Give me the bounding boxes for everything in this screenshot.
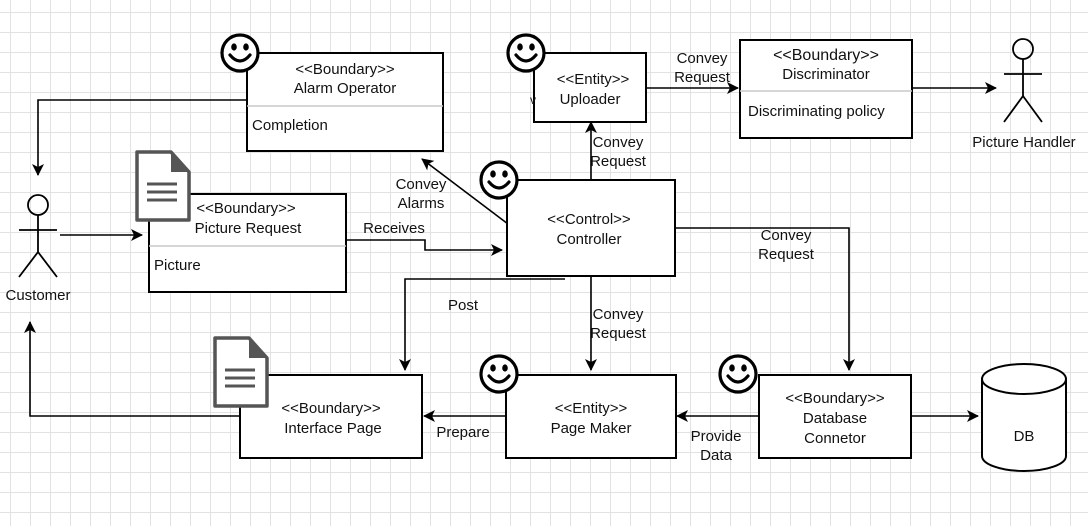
label-convey-request-up-1: Convey bbox=[593, 134, 644, 151]
label-convey-alarms-1: Convey bbox=[396, 176, 447, 193]
actor-picture-handler[interactable]: Picture Handler bbox=[972, 38, 1076, 151]
label-receives: Receives bbox=[363, 220, 425, 237]
smiley-icon bbox=[718, 354, 758, 394]
edge-alarm-to-customer bbox=[32, 99, 247, 176]
actor-picture-handler-label: Picture Handler bbox=[972, 134, 1075, 151]
document-icon bbox=[135, 150, 191, 222]
controller-name: Controller bbox=[556, 231, 621, 248]
uploader-name: Uploader bbox=[560, 91, 621, 108]
edge-picture-request-to-controller bbox=[347, 239, 503, 256]
discriminator-stereotype: <<Boundary>> bbox=[773, 47, 879, 64]
alarm-operator-stereotype: <<Boundary>> bbox=[295, 61, 394, 78]
uploader-stereotype: <<Entity>> bbox=[557, 71, 630, 88]
smiley-icon bbox=[506, 33, 546, 73]
class-discriminator[interactable]: <<Boundary>> Discriminator Discriminatin… bbox=[739, 39, 913, 139]
label-post: Post bbox=[448, 297, 479, 314]
actor-customer[interactable]: Customer bbox=[5, 194, 71, 304]
db-label: DB bbox=[1014, 428, 1035, 445]
class-page-maker[interactable]: <<Entity>> Page Maker bbox=[505, 374, 677, 459]
label-convey-request-top-1: Convey bbox=[677, 50, 728, 67]
edges bbox=[24, 82, 997, 422]
document-icon bbox=[213, 336, 269, 408]
smiley-icon bbox=[479, 160, 519, 200]
class-alarm-operator[interactable]: <<Boundary>> Alarm Operator Completion bbox=[246, 52, 444, 152]
interface-page-stereotype: <<Boundary>> bbox=[281, 400, 380, 417]
label-convey-request-right-1: Convey bbox=[761, 227, 812, 244]
smiley-icon bbox=[479, 354, 519, 394]
edge-controller-to-db-connector bbox=[676, 227, 855, 371]
discriminator-name: Discriminator bbox=[782, 66, 870, 83]
class-uploader[interactable]: <<Entity>> Uploader v bbox=[530, 52, 647, 123]
label-convey-request-up-2: Request bbox=[590, 153, 647, 170]
label-convey-request-down-1: Convey bbox=[593, 306, 644, 323]
interface-page-name: Interface Page bbox=[284, 420, 382, 437]
picture-request-name: Picture Request bbox=[195, 220, 303, 237]
db-cylinder[interactable]: DB bbox=[981, 363, 1067, 472]
alarm-operator-name: Alarm Operator bbox=[294, 80, 397, 97]
database-connector-name: Database bbox=[803, 410, 867, 427]
discriminator-attribute: Discriminating policy bbox=[748, 103, 885, 120]
label-prepare: Prepare bbox=[436, 424, 489, 441]
label-convey-request-right-2: Request bbox=[758, 246, 815, 263]
page-maker-stereotype: <<Entity>> bbox=[555, 400, 628, 417]
actor-customer-label: Customer bbox=[5, 287, 70, 304]
class-interface-page[interactable]: <<Boundary>> Interface Page bbox=[239, 374, 423, 459]
smiley-icon bbox=[220, 33, 260, 73]
picture-request-stereotype: <<Boundary>> bbox=[196, 200, 295, 217]
edge-controller-to-alarm bbox=[421, 158, 509, 225]
controller-stereotype: <<Control>> bbox=[547, 211, 631, 228]
edge-labels: Convey Request Convey Request Convey Ala… bbox=[363, 50, 815, 464]
edge-interface-page-to-customer bbox=[24, 321, 240, 417]
label-convey-alarms-2: Alarms bbox=[398, 195, 445, 212]
alarm-operator-attribute: Completion bbox=[252, 117, 328, 134]
label-provide-data-2: Data bbox=[700, 447, 732, 464]
uploader-note: v bbox=[530, 93, 536, 107]
label-convey-request-down-2: Request bbox=[590, 325, 647, 342]
page-maker-name: Page Maker bbox=[551, 420, 632, 437]
label-convey-request-top-2: Request bbox=[674, 69, 731, 86]
database-connector-stereotype: <<Boundary>> bbox=[785, 390, 884, 407]
label-provide-data-1: Provide bbox=[691, 428, 742, 445]
class-database-connector[interactable]: <<Boundary>> Database Connetor bbox=[758, 374, 912, 459]
database-connector-name-line2: Connetor bbox=[804, 430, 866, 447]
class-controller[interactable]: <<Control>> Controller bbox=[506, 179, 676, 277]
picture-request-attribute: Picture bbox=[154, 257, 201, 274]
edge-controller-to-interface-page bbox=[399, 278, 565, 371]
